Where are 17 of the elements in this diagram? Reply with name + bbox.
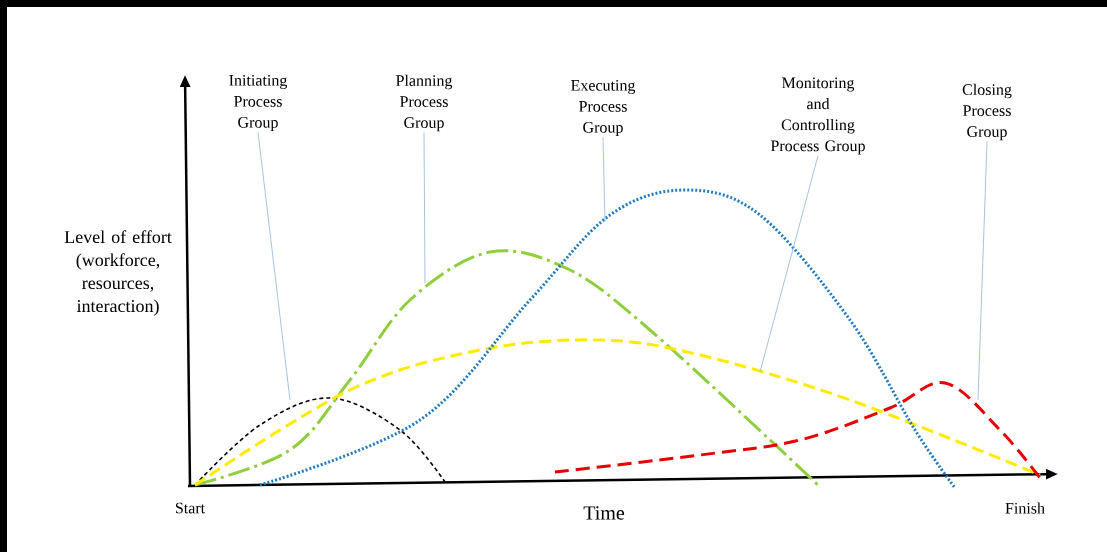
process-group-label: Closing Process Group (962, 83, 1012, 141)
leader-line (759, 155, 819, 373)
process-group-label: Planning Process Group (396, 74, 453, 132)
axis-label: Start (175, 502, 205, 514)
level-of-effort-label: Level of effort (workforce, resources, interaction) (64, 230, 172, 316)
effort-curve (194, 397, 446, 486)
leader-line (423, 132, 426, 284)
process-group-label: Monitoring and Controlling Process Group (770, 77, 865, 155)
process-group-label: Initiating Process Group (229, 75, 288, 131)
leader-line (977, 141, 988, 401)
axis-label: Finish (1005, 502, 1045, 514)
leader-line (602, 136, 606, 223)
effort-curve (194, 338, 1041, 487)
process-group-label: Executing Process Group (571, 80, 636, 136)
effort-curve (259, 188, 957, 489)
axis-label: Time (583, 506, 625, 520)
leader-line (257, 131, 291, 401)
